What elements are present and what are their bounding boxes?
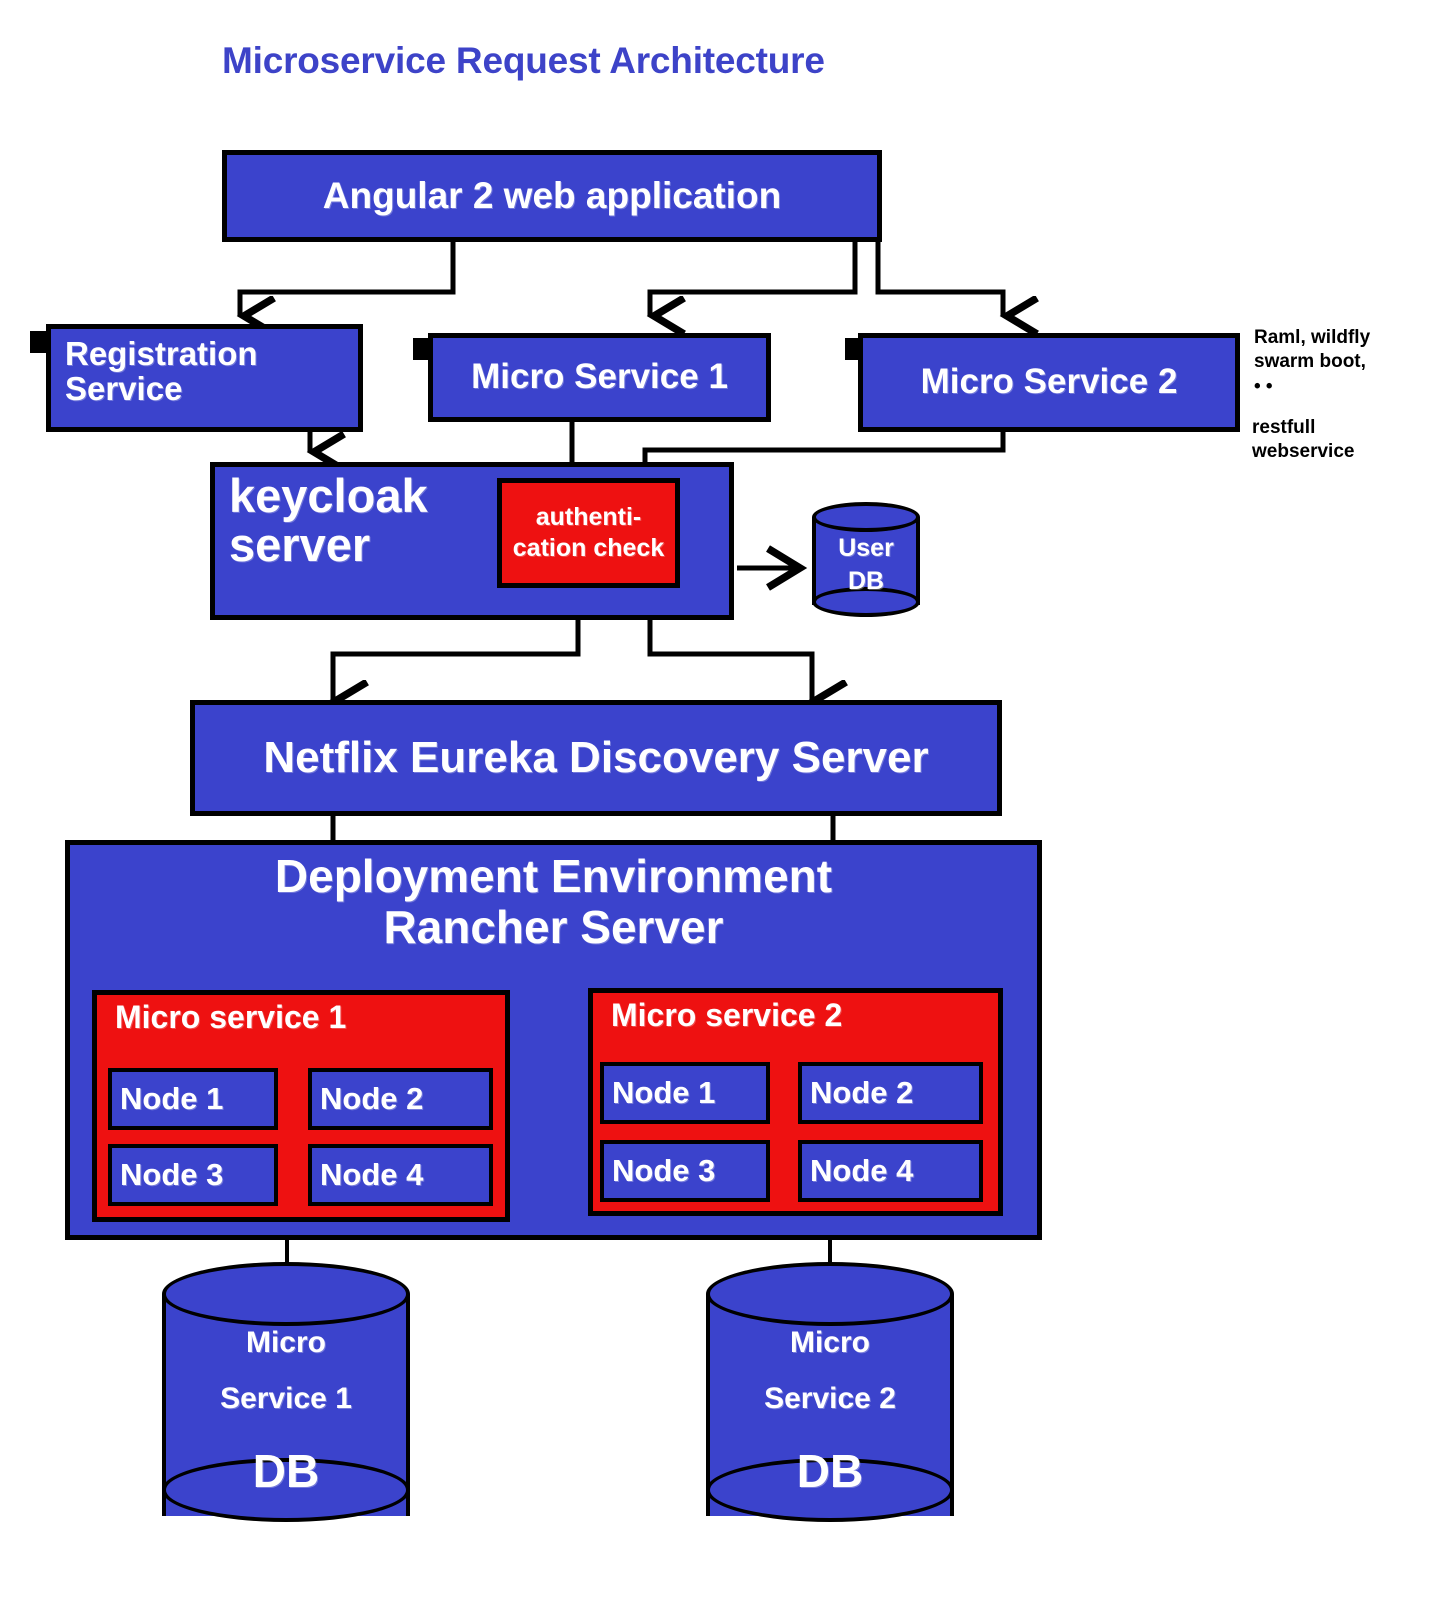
ms1-node-1-label: Node 1 xyxy=(120,1081,224,1116)
ms2-db-label-line3: DB xyxy=(796,1445,864,1497)
ms2-node-2[interactable]: Node 2 xyxy=(798,1062,983,1124)
ms2-node-4-label: Node 4 xyxy=(810,1153,914,1188)
ms2-db-label-line1: Micro xyxy=(789,1326,870,1359)
registration-service-box[interactable]: Registration Service xyxy=(46,324,363,432)
ms1-node-3[interactable]: Node 3 xyxy=(108,1144,278,1206)
user-db-label-line1: User DB xyxy=(838,534,894,595)
ms2-node-3[interactable]: Node 3 xyxy=(600,1140,770,1202)
rancher-server-label: Deployment Environment Rancher Server xyxy=(274,850,833,953)
ms2-db-label-line2: Service 2 xyxy=(764,1382,896,1415)
micro-service-2-box[interactable]: Micro Service 2 xyxy=(858,333,1240,432)
page-title: Microservice Request Architecture xyxy=(222,40,825,81)
ms1-db-label-line2: Service 1 xyxy=(220,1382,352,1415)
ms2-node-2-label: Node 2 xyxy=(810,1075,914,1110)
authentication-check-label: authenti- cation check xyxy=(512,502,665,562)
micro-service-1-group-label: Micro service 1 xyxy=(115,999,347,1035)
micro-service-2-db-cylinder[interactable]: Micro Service 2 DB xyxy=(706,1262,954,1552)
micro-service-1-label: Micro Service 1 xyxy=(471,357,728,397)
user-db-cylinder-bottom xyxy=(812,587,920,617)
user-db-cylinder[interactable]: User DB xyxy=(812,502,920,620)
ms2-node-1-label: Node 1 xyxy=(612,1075,716,1110)
ms2-node-3-label: Node 3 xyxy=(612,1153,716,1188)
micro-service-2-group-label: Micro service 2 xyxy=(611,997,843,1033)
user-db-cylinder-top xyxy=(812,502,920,532)
netflix-eureka-label: Netflix Eureka Discovery Server xyxy=(263,732,929,782)
micro-service-2-label: Micro Service 2 xyxy=(920,362,1178,402)
ms2-node-4[interactable]: Node 4 xyxy=(798,1140,983,1202)
ms1-node-1[interactable]: Node 1 xyxy=(108,1068,278,1130)
ms2-db-cylinder-bottom xyxy=(706,1458,954,1522)
angular-web-application-label: Angular 2 web application xyxy=(322,174,782,216)
service-type-annotation: restfull webservice xyxy=(1252,417,1355,463)
authentication-check-box[interactable]: authenti- cation check xyxy=(497,478,680,588)
netflix-eureka-discovery-server-box[interactable]: Netflix Eureka Discovery Server xyxy=(190,700,1002,816)
keycloak-server-label: keycloak server xyxy=(229,469,428,572)
ms2-node-1[interactable]: Node 1 xyxy=(600,1062,770,1124)
ms1-db-label-line1: Micro xyxy=(245,1326,326,1359)
angular-web-application-box[interactable]: Angular 2 web application xyxy=(222,150,882,242)
ms2-db-cylinder-top xyxy=(706,1262,954,1326)
ms1-node-4-label: Node 4 xyxy=(320,1157,424,1192)
ms1-node-2[interactable]: Node 2 xyxy=(308,1068,493,1130)
ms1-node-3-label: Node 3 xyxy=(120,1157,224,1192)
ms1-db-cylinder-top xyxy=(162,1262,410,1326)
micro-service-1-box[interactable]: Micro Service 1 xyxy=(428,333,771,422)
ms1-db-cylinder-bottom xyxy=(162,1458,410,1522)
tech-stack-annotation: Raml, wildfly swarm boot, • • xyxy=(1254,327,1371,397)
ms1-node-2-label: Node 2 xyxy=(320,1081,424,1116)
ms1-node-4[interactable]: Node 4 xyxy=(308,1144,493,1206)
micro-service-1-db-cylinder[interactable]: Micro Service 1 DB xyxy=(162,1262,410,1552)
ms1-db-label-line3: DB xyxy=(252,1445,320,1497)
registration-service-label: Registration Service xyxy=(65,335,258,407)
